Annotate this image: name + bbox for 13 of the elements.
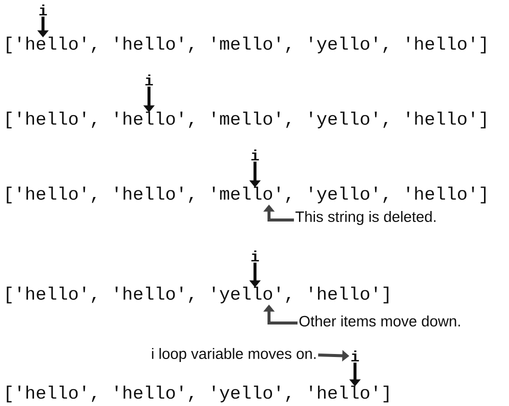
list-text: ['hello', 'hello', 'mello', 'yello', 'hello']	[6, 36, 486, 54]
list-text: ['hello', 'hello', 'yello', 'hello']	[6, 286, 388, 304]
list-text: ['hello', 'hello', 'yello', 'hello']	[6, 386, 388, 402]
pointer-label: i	[39, 4, 47, 16]
list-text: ['hello', 'hello', 'mello', 'yello', 'hello']	[6, 112, 486, 128]
pointer-label: i	[145, 74, 153, 86]
callout-text: Other items move down.	[299, 315, 460, 326]
list-text: ['hello', 'hello', 'mello', 'yello', 'hello']	[6, 186, 486, 204]
callout-text: This string is deleted.	[295, 211, 436, 225]
pointer-label: i	[251, 250, 259, 262]
callout-text: i loop variable moves on.	[152, 348, 316, 362]
pointer-label: i	[251, 150, 259, 160]
pointer-label: i	[351, 350, 359, 362]
